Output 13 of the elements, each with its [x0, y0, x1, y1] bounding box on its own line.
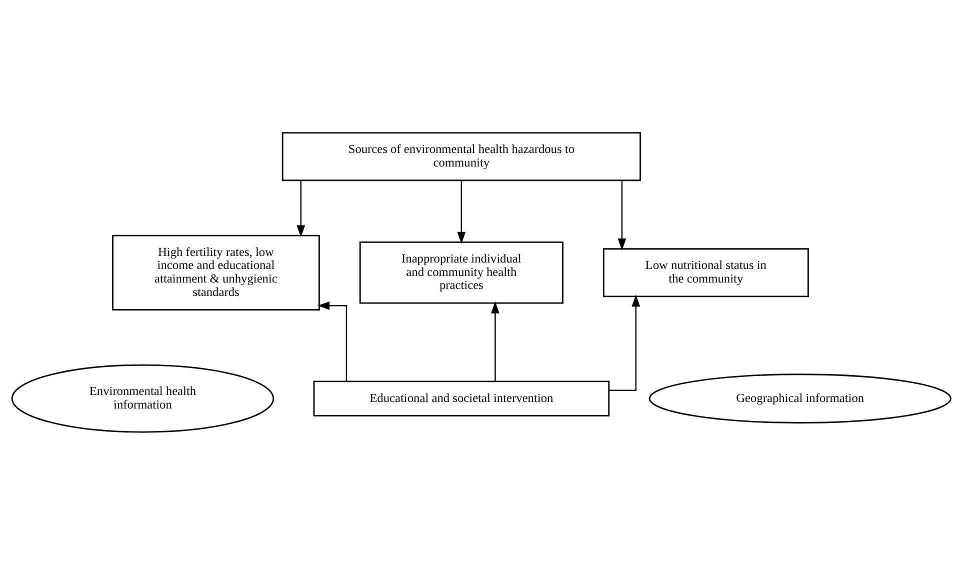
arrow: [491, 300, 500, 381]
arrow: [618, 180, 626, 250]
node-box: High fertility rates, low income and educational attainment & unhygienic standards: [112, 234, 320, 310]
node-ellipse: Geographical information: [648, 373, 952, 423]
arrow: [296, 180, 306, 237]
arrow: [318, 300, 348, 381]
node-ellipse: Environmental health information: [11, 364, 274, 432]
node-box: Low nutritional status in the community: [602, 248, 809, 297]
node-box: Educational and societal intervention: [313, 380, 610, 416]
arrow: [609, 294, 640, 390]
node-box: Inappropriate individual and community health practices: [359, 241, 564, 304]
node-box: Sources of environmental health hazardous to community: [282, 132, 641, 181]
arrow: [457, 180, 466, 244]
